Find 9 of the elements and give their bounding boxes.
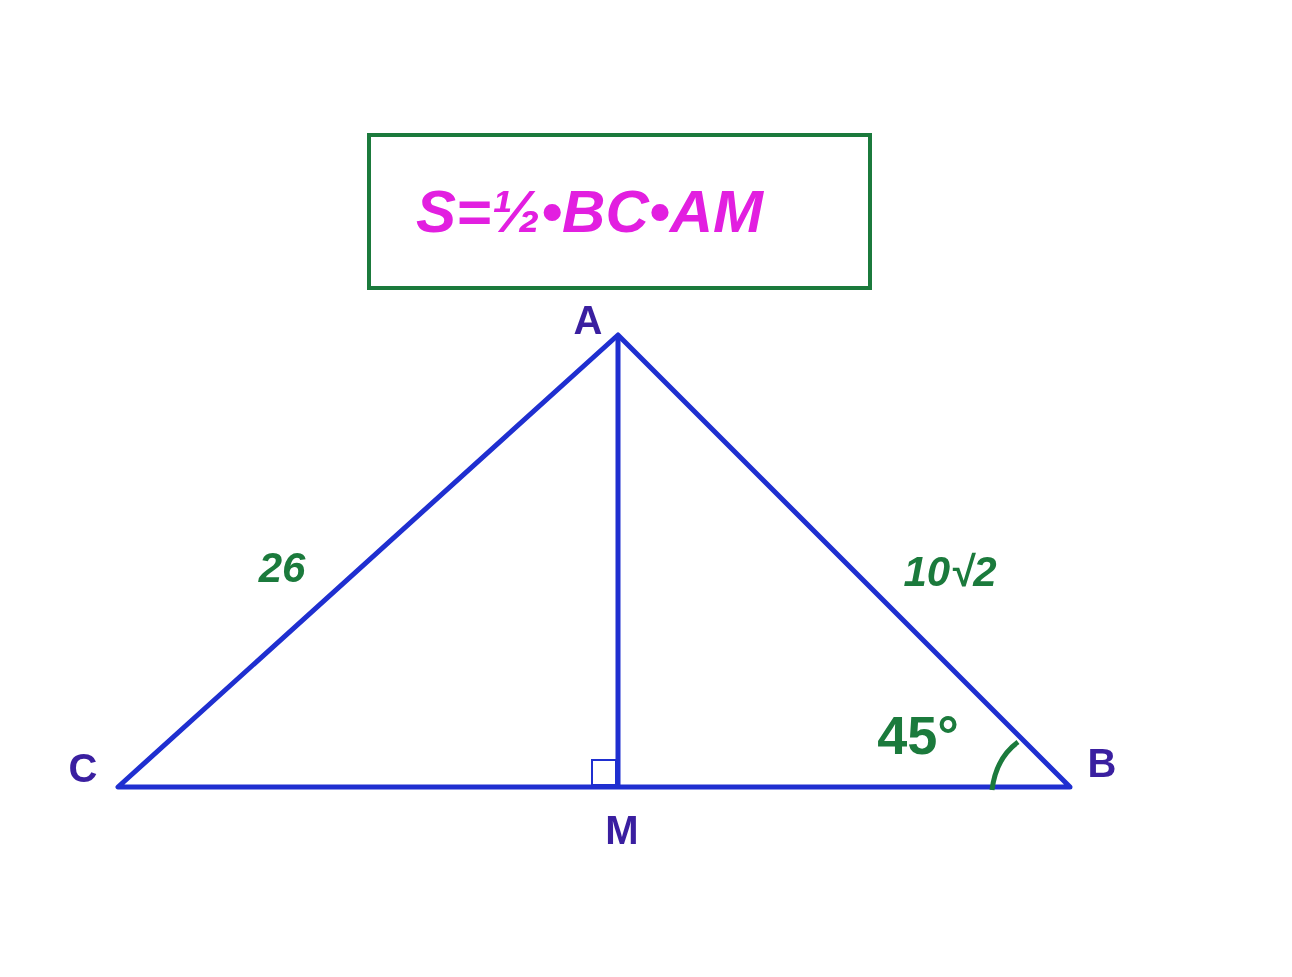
area-formula: S=½•BC•AM: [415, 177, 764, 246]
formula-box: [367, 133, 872, 290]
vertex-label: B: [1087, 743, 1117, 783]
angle-label: 45°: [877, 708, 959, 762]
vertex-label: C: [68, 748, 98, 788]
vertex-label: M: [605, 810, 639, 850]
side-length: 10√2: [903, 551, 997, 593]
vertex-label: A: [573, 300, 603, 340]
side-length: 26: [258, 547, 306, 589]
